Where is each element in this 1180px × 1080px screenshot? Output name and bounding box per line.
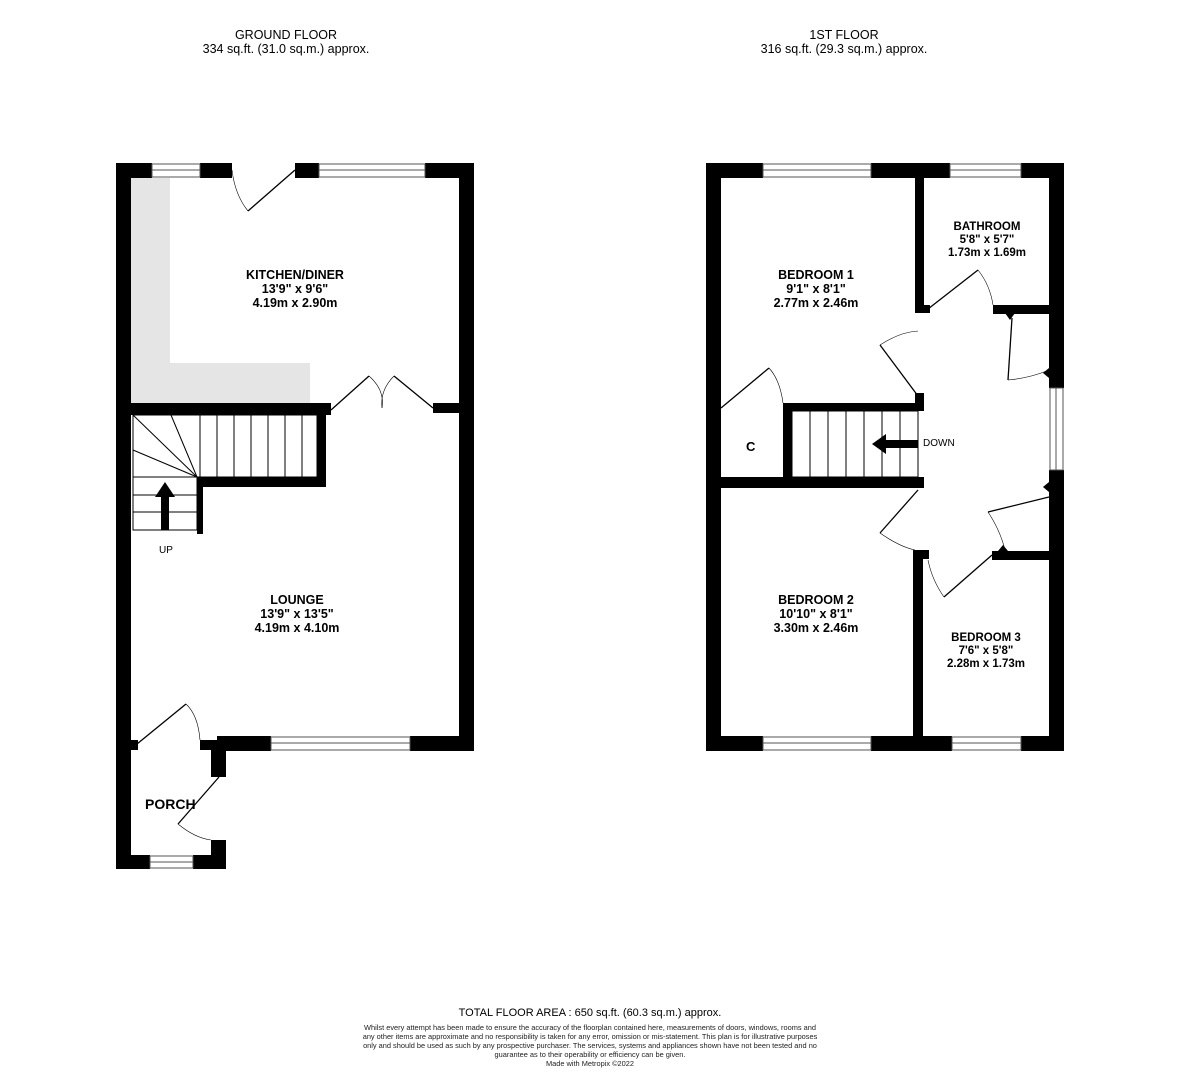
first-floor-title: 1ST FLOOR [809, 28, 879, 42]
room-name: BEDROOM 1 [778, 268, 854, 282]
room-kitchen-diner: KITCHEN/DINER 13'9" x 9'6" 4.19m x 2.90m [246, 268, 344, 310]
total-floor-area: TOTAL FLOOR AREA : 650 sq.ft. (60.3 sq.m… [458, 1007, 722, 1019]
room-dimensions-metric: 2.28m x 1.73m [946, 658, 1026, 670]
stair-down-arrow-icon [872, 434, 918, 454]
stairs-down-label: DOWN [923, 438, 955, 449]
room-bedroom-2: BEDROOM 2 10'10" x 8'1" 3.30m x 2.46m [774, 593, 859, 635]
room-name: BATHROOM [953, 221, 1021, 233]
room-bathroom: BATHROOM 5'8" x 5'7" 1.73m x 1.69m [948, 221, 1026, 260]
first-floor-windows [762, 163, 1064, 751]
first-floor-doors [720, 269, 1050, 598]
room-dimensions-metric: 4.19m x 2.90m [252, 296, 338, 310]
room-name: KITCHEN/DINER [246, 268, 344, 282]
ground-floor-walls [116, 163, 474, 869]
ground-floor-title: GROUND FLOOR [234, 28, 338, 42]
room-name: BEDROOM 3 [951, 632, 1021, 644]
room-dimensions-metric: 2.77m x 2.46m [773, 296, 859, 310]
room-bedroom-1: BEDROOM 1 9'1" x 8'1" 2.77m x 2.46m [774, 268, 859, 310]
room-porch: PORCH [145, 796, 196, 812]
first-floor-area: 316 sq.ft. (29.3 sq.m.) approx. [760, 42, 928, 56]
room-dimensions-imperial: 10'10" x 8'1" [779, 607, 853, 621]
room-name: BEDROOM 2 [778, 593, 854, 607]
room-dimensions-imperial: 13'9" x 13'5" [260, 607, 334, 621]
ground-floor-heading: GROUND FLOOR 334 sq.ft. (31.0 sq.m.) app… [136, 28, 436, 56]
ground-floor-windows [149, 163, 426, 869]
ground-floor-staircase [132, 414, 318, 531]
room-cupboard: C [746, 439, 756, 454]
stair-up-arrow-icon [155, 482, 175, 530]
stairs-up-label: UP [159, 545, 173, 556]
room-name: LOUNGE [270, 593, 324, 607]
ground-floor-area: 334 sq.ft. (31.0 sq.m.) approx. [202, 42, 370, 56]
room-dimensions-metric: 1.73m x 1.69m [947, 247, 1027, 259]
room-dimensions-imperial: 7'6" x 5'8" [958, 645, 1014, 657]
first-floor-heading: 1ST FLOOR 316 sq.ft. (29.3 sq.m.) approx… [694, 28, 994, 56]
made-with-credit: Made with Metropix ©2022 [545, 1059, 635, 1068]
room-dimensions-metric: 3.30m x 2.46m [773, 621, 859, 635]
ground-floor-doors [136, 169, 434, 841]
ground-floor-plan [116, 163, 474, 869]
room-dimensions-imperial: 9'1" x 8'1" [786, 282, 846, 296]
room-dimensions-imperial: 13'9" x 9'6" [261, 282, 329, 296]
first-floor-walls [706, 163, 1064, 751]
door-hinges [998, 313, 1049, 551]
disclaimer-text: Whilst every attempt has been made to en… [362, 1023, 818, 1059]
kitchen-worktop [131, 178, 310, 403]
room-bedroom-3: BEDROOM 3 7'6" x 5'8" 2.28m x 1.73m [947, 632, 1025, 671]
room-dimensions-imperial: 5'8" x 5'7" [959, 234, 1015, 246]
footer: TOTAL FLOOR AREA : 650 sq.ft. (60.3 sq.m… [360, 1007, 820, 1068]
first-floor-plan [706, 163, 1064, 751]
room-lounge: LOUNGE 13'9" x 13'5" 4.19m x 4.10m [255, 593, 340, 635]
room-dimensions-metric: 4.19m x 4.10m [254, 621, 340, 635]
